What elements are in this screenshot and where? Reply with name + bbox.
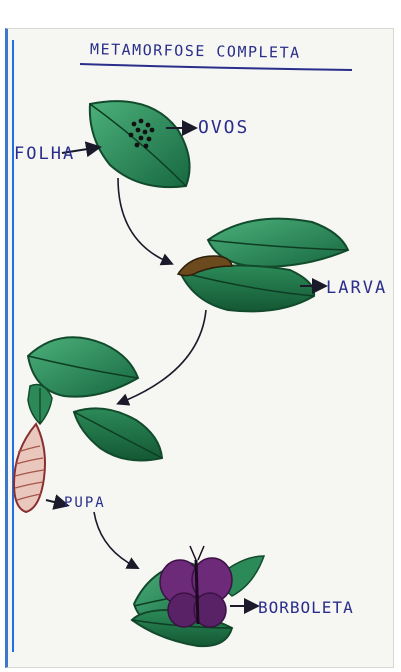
label-borboleta: BORBOLETA (258, 598, 354, 617)
pupa-leaves (28, 337, 162, 460)
label-pupa: PUPA (64, 495, 106, 511)
arrow-pupa-to-butterfly (94, 512, 134, 566)
butterfly (160, 546, 232, 627)
egg-leaf (90, 101, 190, 187)
label-ovos: OVOS (198, 117, 249, 138)
title-underline (80, 64, 352, 70)
arrow-to-pupa (46, 500, 62, 504)
label-folha: FOLHA (14, 144, 75, 164)
arrow-egg-to-larva (118, 178, 168, 262)
label-larva: LARVA (326, 278, 387, 298)
arrow-larva-to-pupa (122, 310, 206, 402)
diagram-title: METAMORFOSE COMPLETA (90, 40, 301, 62)
pupa (14, 424, 45, 512)
